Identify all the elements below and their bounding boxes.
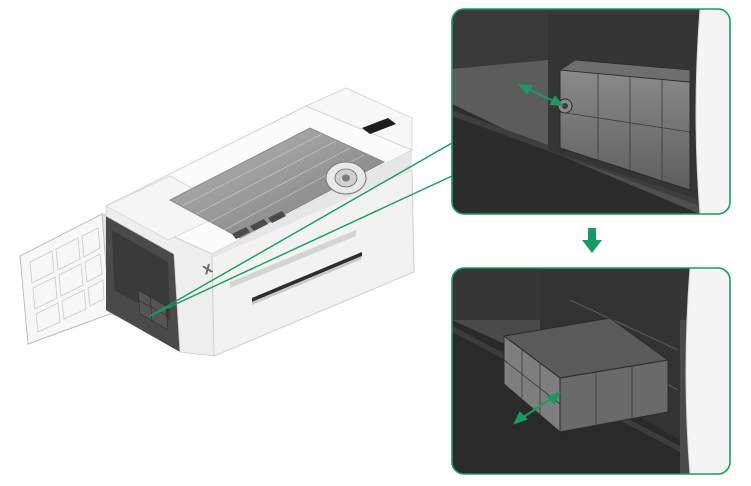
printer-side-door	[19, 213, 118, 345]
zoom-panel-bottom	[451, 267, 731, 475]
pull-arrow-bottom-icon	[512, 391, 562, 425]
callout-lines	[149, 142, 453, 317]
arrow-down-icon	[582, 228, 602, 253]
zoom-panel-top	[451, 8, 731, 215]
printer-top	[104, 87, 414, 258]
control-panel-screen	[362, 118, 396, 134]
pull-arrow-top-icon	[517, 83, 565, 107]
media-roll	[325, 161, 367, 195]
printer-lid-window	[168, 127, 386, 239]
printer-left-face	[105, 205, 215, 357]
waste-tank-pulled	[502, 317, 670, 434]
printer: X	[19, 87, 415, 357]
